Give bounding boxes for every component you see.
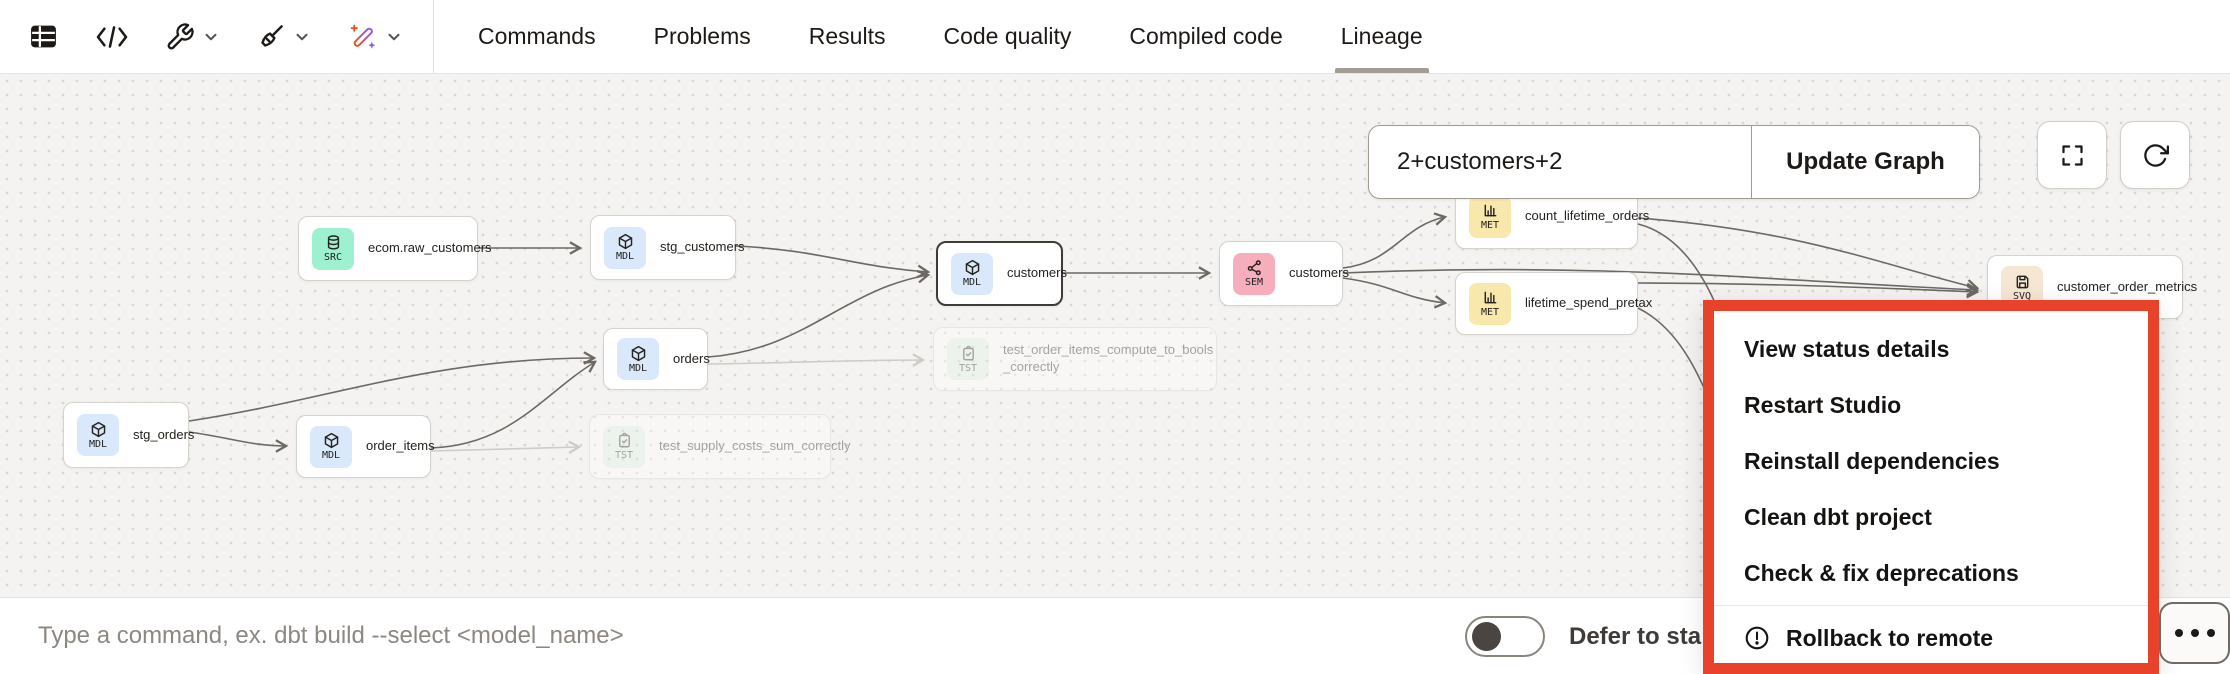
clipboard-check-icon: TST — [603, 425, 645, 468]
menu-item-reinstall-dependencies[interactable]: Reinstall dependencies — [1744, 447, 2000, 474]
edge-count_lifetime_orders-to-customer_order_metrics — [1637, 217, 1980, 293]
lineage-node-raw_customers[interactable]: SRC ecom.raw_customers — [298, 216, 492, 281]
table-icon — [31, 25, 56, 48]
defer-label: Defer to sta — [1569, 622, 1702, 650]
chevron-down-icon — [388, 33, 400, 40]
edge-orders-to-test_order_items — [707, 353, 926, 367]
edge-stg_orders-to-orders — [188, 351, 597, 422]
lineage-node-order_items[interactable]: MDL order_items — [296, 415, 435, 478]
menu-item-check-fix-deprecations[interactable]: Check & fix deprecations — [1744, 559, 2019, 586]
lineage-node-customers_sem[interactable]: SEM customers — [1219, 241, 1349, 306]
ai-assist-button[interactable] — [347, 21, 403, 52]
magic-wand-icon — [350, 24, 376, 49]
node-label: test_supply_costs_sum_correctly — [659, 438, 851, 454]
panel-tabs: Commands Problems Results Code quality C… — [478, 0, 1429, 73]
header-toolbar: Commands Problems Results Code quality C… — [0, 0, 2230, 74]
alert-circle-icon — [1744, 625, 1770, 651]
cube-icon: MDL — [951, 252, 993, 295]
menu-item-rollback-to-remote[interactable]: Rollback to remote — [1714, 610, 2148, 666]
defer-control: Defer to sta — [1465, 598, 1701, 674]
edge-customers_sem-to-count_lifetime_orders — [1342, 212, 1448, 269]
dot — [2174, 629, 2183, 637]
clipboard-check-icon: TST — [947, 338, 989, 380]
lineage-node-stg_customers[interactable]: MDL stg_customers — [590, 215, 745, 280]
cube-icon: MDL — [604, 226, 646, 269]
menu-item-restart-studio[interactable]: Restart Studio — [1744, 391, 1902, 418]
node-label: lifetime_spend_pretax — [1525, 295, 1653, 311]
node-label: count_lifetime_orders — [1525, 208, 1650, 224]
edge-stg_customers-to-customers_mdl — [735, 245, 931, 279]
dot — [2190, 629, 2199, 637]
node-label: stg_customers — [660, 239, 745, 255]
lineage-node-lifetime_spend_pretax[interactable]: MET lifetime_spend_pretax — [1455, 272, 1652, 335]
chevron-down-icon — [205, 33, 217, 40]
code-button[interactable] — [95, 23, 129, 51]
toolbar-icon-group — [0, 0, 433, 73]
database-icon: SRC — [312, 227, 354, 270]
wrench-icon — [167, 22, 194, 49]
status-context-menu: View status details Restart Studio Reins… — [1703, 300, 2159, 674]
cube-icon: MDL — [617, 338, 659, 380]
bar-chart-icon: MET — [1469, 282, 1511, 325]
menu-items: View status details Restart Studio Reins… — [1714, 311, 2148, 674]
bar-chart-icon: MET — [1469, 195, 1511, 238]
node-label: orders — [673, 350, 710, 366]
chevron-down-icon — [296, 33, 308, 40]
edge-customers_sem-to-customer_order_metrics — [1342, 268, 1980, 297]
edge-order_items-to-orders — [430, 360, 597, 449]
node-label: stg_orders — [133, 426, 195, 442]
lineage-node-test_supply_costs[interactable]: TST test_supply_costs_sum_correctly — [589, 414, 850, 479]
edge-lifetime_spend_pretax-to-customer_order_metrics — [1637, 282, 1980, 299]
edge-customers_sem-to-lifetime_spend_pretax — [1342, 277, 1448, 309]
edge-order_items-to-test_supply_costs — [430, 440, 582, 455]
fullscreen-icon — [2061, 144, 2083, 166]
update-graph-button[interactable]: Update Graph — [1751, 126, 1979, 198]
menu-item-clean-dbt-project[interactable]: Clean dbt project — [1744, 503, 1932, 530]
lineage-node-orders[interactable]: MDL orders — [603, 328, 710, 390]
tab-problems[interactable]: Problems — [653, 23, 751, 49]
menu-item-view-status-details[interactable]: View status details — [1744, 335, 1950, 362]
more-options-button[interactable] — [2159, 602, 2230, 664]
cube-icon: MDL — [310, 425, 352, 468]
clean-button[interactable] — [256, 22, 311, 52]
broom-icon — [261, 24, 283, 47]
lineage-node-customers_mdl[interactable]: MDL customers — [936, 241, 1067, 306]
node-label: test_order_items_compute_to_bools _corre… — [1003, 342, 1214, 374]
defer-toggle[interactable] — [1465, 616, 1545, 657]
selector-input[interactable] — [1369, 126, 1751, 198]
toggle-knob — [1472, 622, 1501, 651]
node-label: customers — [1007, 265, 1067, 281]
menu-item-label: Rollback to remote — [1786, 624, 1994, 651]
fullscreen-button[interactable] — [2037, 121, 2107, 189]
edge-orders-to-customers_mdl — [707, 269, 931, 358]
graph-selector: Update Graph — [1368, 125, 1980, 199]
edge-stg_orders-to-order_items — [188, 431, 289, 453]
refresh-button[interactable] — [2120, 121, 2190, 189]
tab-code-quality[interactable]: Code quality — [943, 23, 1072, 49]
node-label: order_items — [366, 438, 435, 454]
code-icon — [96, 25, 128, 48]
cube-icon: MDL — [77, 414, 119, 456]
tab-results[interactable]: Results — [808, 23, 886, 49]
node-label: customers — [1289, 265, 1349, 281]
tab-commands[interactable]: Commands — [478, 23, 596, 49]
semantic-graph-icon: SEM — [1233, 252, 1275, 295]
table-button[interactable] — [28, 21, 59, 52]
tab-lineage[interactable]: Lineage — [1334, 0, 1429, 73]
menu-separator — [1714, 605, 2148, 606]
header-divider — [433, 0, 434, 74]
lineage-node-stg_orders[interactable]: MDL stg_orders — [63, 402, 194, 468]
build-tools-button[interactable] — [165, 22, 220, 52]
lineage-node-test_order_items[interactable]: TST test_order_items_compute_to_bools _co… — [933, 327, 1217, 391]
node-label: ecom.raw_customers — [368, 240, 492, 256]
node-label: customer_order_metrics — [2057, 278, 2198, 294]
refresh-icon — [2143, 143, 2169, 167]
tab-compiled-code[interactable]: Compiled code — [1129, 23, 1283, 49]
dot — [2206, 629, 2215, 637]
